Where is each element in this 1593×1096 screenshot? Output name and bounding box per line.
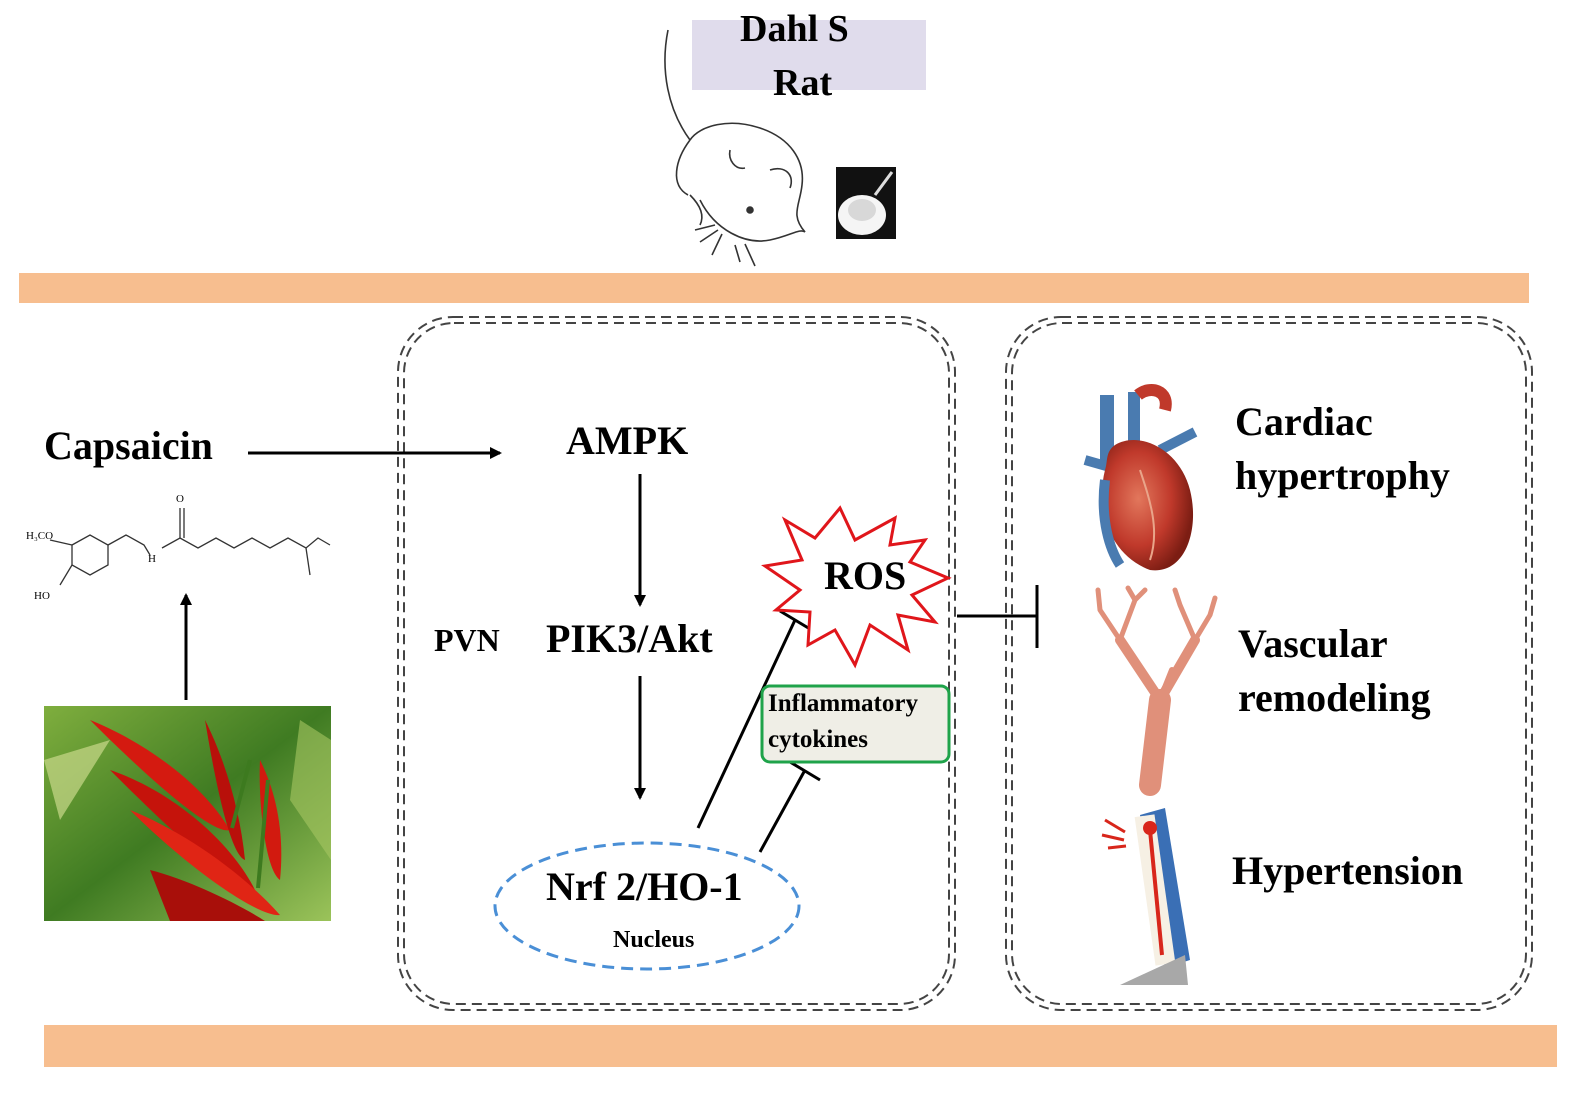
nrf2-inhibits-ros bbox=[696, 609, 811, 829]
title-box bbox=[692, 20, 926, 90]
ros-star-icon bbox=[761, 505, 952, 669]
cytokine-line-2: cytokines bbox=[768, 726, 868, 753]
ampk-label: AMPK bbox=[566, 418, 689, 463]
title-line-2: Rat bbox=[773, 62, 833, 104]
bottom-band bbox=[44, 1025, 1557, 1067]
thermometer-icon bbox=[1101, 808, 1190, 985]
vascular-line-1: Vascular bbox=[1238, 621, 1388, 666]
pvn-box bbox=[397, 316, 956, 1011]
nucleus-ellipse bbox=[493, 841, 801, 971]
title-line-1: Dahl S bbox=[740, 8, 849, 50]
salt-water-bottle-icon bbox=[836, 167, 896, 239]
pvn-label: PVN bbox=[434, 622, 500, 658]
structure-o-label: O bbox=[176, 493, 184, 505]
nrf2-label: Nrf 2/HO-1 bbox=[546, 864, 743, 909]
top-band bbox=[19, 273, 1529, 303]
cytokine-box bbox=[760, 684, 951, 764]
structure-ho-label: HO bbox=[34, 590, 50, 602]
pik3-label: PIK3/Akt bbox=[546, 616, 713, 661]
nucleus-label: Nucleus bbox=[613, 927, 695, 953]
hypertension-label: Hypertension bbox=[1232, 848, 1464, 893]
structure-nh-label: H bbox=[148, 553, 156, 565]
cardiac-line-1: Cardiac bbox=[1235, 399, 1373, 444]
blood-vessel-icon bbox=[1095, 585, 1218, 796]
ros-inhibits-outcomes bbox=[957, 585, 1039, 648]
outcome-box bbox=[1005, 316, 1533, 1011]
cytokine-line-1: Inflammatory bbox=[768, 690, 918, 717]
chili-pepper-photo bbox=[44, 706, 331, 921]
heart-icon bbox=[1083, 384, 1198, 571]
capsaicin-structure bbox=[49, 508, 331, 586]
vascular-line-2: remodeling bbox=[1238, 675, 1431, 720]
ros-label: ROS bbox=[824, 553, 907, 598]
cardiac-line-2: hypertrophy bbox=[1235, 453, 1450, 498]
capsaicin-label: Capsaicin bbox=[44, 423, 213, 468]
nrf2-inhibits-cytokines bbox=[758, 760, 821, 853]
rat-icon bbox=[664, 29, 806, 267]
structure-h3co-label: H₃CO bbox=[26, 530, 54, 542]
